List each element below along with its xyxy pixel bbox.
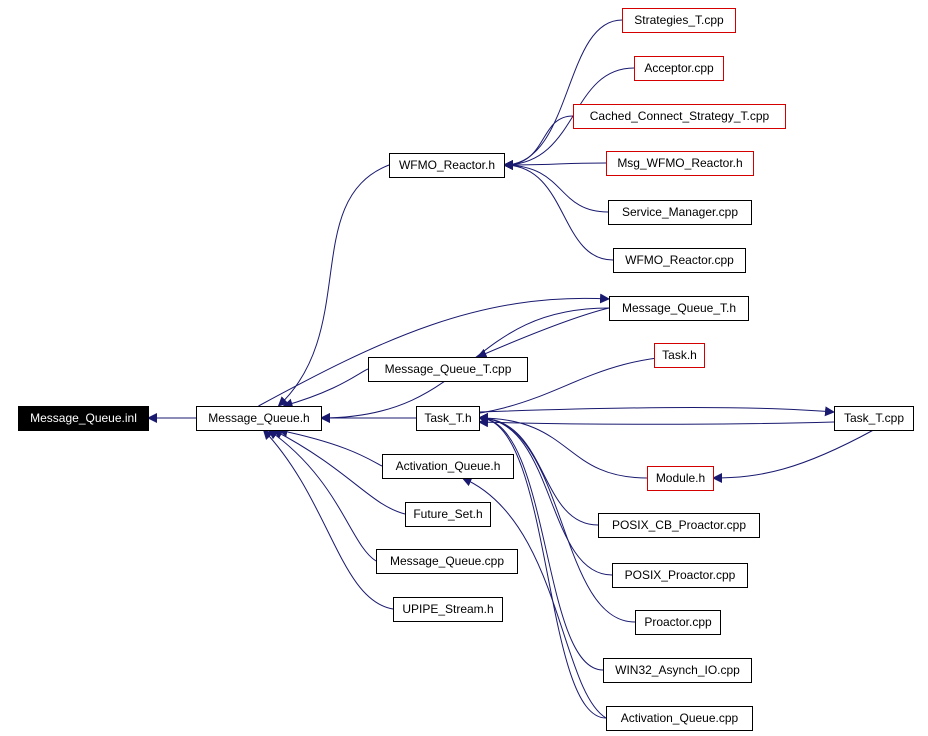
node-activation-queue-cpp[interactable]: Activation_Queue.cpp (606, 706, 753, 731)
node-label: Proactor.cpp (644, 615, 712, 629)
node-label: WIN32_Asynch_IO.cpp (615, 663, 740, 677)
node-box (603, 658, 752, 683)
node-label: POSIX_CB_Proactor.cpp (612, 518, 746, 532)
node-label: Activation_Queue.h (396, 459, 501, 473)
node-task-h[interactable]: Task.h (654, 343, 705, 368)
node-label: Message_Queue.cpp (390, 554, 504, 568)
node-cached-connect-strategy-t-cpp[interactable]: Cached_Connect_Strategy_T.cpp (573, 104, 786, 129)
node-activation-queue-h[interactable]: Activation_Queue.h (382, 454, 514, 479)
node-msg-wfmo-reactor-h[interactable]: Msg_WFMO_Reactor.h (606, 151, 754, 176)
node-posix-proactor-cpp[interactable]: POSIX_Proactor.cpp (612, 563, 748, 588)
node-task-t-h[interactable]: Task_T.h (416, 406, 480, 431)
edge-activation_queue_cpp-to-task_t_h (478, 413, 607, 719)
node-box (196, 406, 322, 431)
node-posix-cb-proactor-cpp[interactable]: POSIX_CB_Proactor.cpp (598, 513, 760, 538)
node-message-queue-inl[interactable]: Message_Queue.inl (18, 406, 149, 431)
node-label: UPIPE_Stream.h (402, 602, 493, 616)
node-label: Cached_Connect_Strategy_T.cpp (590, 109, 770, 123)
node-label: Service_Manager.cpp (622, 205, 738, 219)
edge-activation_queue_h-to-message_queue_h (277, 426, 383, 467)
edge-wfmo_reactor_cpp-to-wfmo_reactor_h (503, 160, 614, 261)
edge-task_t_cpp-to-module_h (712, 429, 874, 483)
node-label: Task_T.cpp (844, 411, 904, 425)
node-box (405, 502, 491, 527)
node-service-manager-cpp[interactable]: Service_Manager.cpp (608, 200, 752, 225)
node-box (18, 406, 149, 431)
node-box (598, 513, 760, 538)
node-box (606, 706, 753, 731)
edge-service_manager_cpp-to-wfmo_reactor_h (503, 160, 609, 213)
node-proactor-cpp[interactable]: Proactor.cpp (635, 610, 721, 635)
edge-message_queue_t_cpp-to-message_queue_h (282, 368, 369, 409)
node-label: Acceptor.cpp (644, 61, 714, 75)
node-box (606, 151, 754, 176)
edge-msg_wfmo_reactor_h-to-wfmo_reactor_h (503, 159, 607, 170)
node-box (608, 200, 752, 225)
node-label: Task_T.h (424, 411, 471, 425)
node-box (634, 56, 724, 81)
node-future-set-h[interactable]: Future_Set.h (405, 502, 491, 527)
node-box (612, 563, 748, 588)
node-label: Activation_Queue.cpp (621, 711, 739, 725)
node-box (654, 343, 705, 368)
node-message-queue-cpp[interactable]: Message_Queue.cpp (376, 549, 518, 574)
node-box (389, 153, 505, 178)
node-wfmo-reactor-cpp[interactable]: WFMO_Reactor.cpp (613, 248, 746, 273)
node-module-h[interactable]: Module.h (647, 466, 714, 491)
edges-layer (147, 19, 874, 719)
node-box (834, 406, 914, 431)
edge-task_t_h-to-task_t_cpp (478, 406, 835, 417)
node-label: Message_Queue_T.h (622, 301, 736, 315)
node-task-t-cpp[interactable]: Task_T.cpp (834, 406, 914, 431)
edge-message_queue_cpp-to-message_queue_h (267, 429, 377, 562)
node-label: Message_Queue.inl (30, 411, 137, 425)
node-box (416, 406, 480, 431)
node-label: Message_Queue_T.cpp (385, 362, 512, 376)
edge-message_queue_h-to-message_queue_t_h (258, 293, 610, 407)
node-box (382, 454, 514, 479)
node-box (376, 549, 518, 574)
node-upipe-stream-h[interactable]: UPIPE_Stream.h (393, 597, 503, 622)
node-box (613, 248, 746, 273)
nodes-layer: Message_Queue.inl Message_Queue.h WFMO_Rea… (18, 8, 914, 731)
node-message-queue-h[interactable]: Message_Queue.h (196, 406, 322, 431)
node-label: WFMO_Reactor.cpp (625, 253, 734, 267)
node-win32-asynch-io-cpp[interactable]: WIN32_Asynch_IO.cpp (603, 658, 752, 683)
edge-message_queue_t_h-to-message_queue_t_cpp (476, 307, 610, 359)
node-label: Task.h (662, 348, 697, 362)
node-box (573, 104, 786, 129)
node-box (622, 8, 736, 33)
node-box (368, 357, 528, 382)
node-box (635, 610, 721, 635)
node-box (609, 296, 749, 321)
node-message-queue-t-cpp[interactable]: Message_Queue_T.cpp (368, 357, 528, 382)
edge-upipe_stream_h-to-message_queue_h (262, 429, 394, 610)
edge-wfmo_reactor_h-to-message_queue_h (277, 164, 390, 407)
node-label: Msg_WFMO_Reactor.h (617, 156, 742, 170)
edge-activation_queue_cpp-to-activation_queue_h (461, 476, 607, 719)
node-label: Strategies_T.cpp (634, 13, 724, 27)
node-label: Future_Set.h (413, 507, 482, 521)
node-label: Message_Queue.h (208, 411, 309, 425)
edge-win32_asynch_io_cpp-to-task_t_h (478, 413, 604, 671)
node-label: Module.h (656, 471, 705, 485)
edge-cached_connect_strategy_t_cpp-to-wfmo_reactor_h (503, 115, 574, 170)
node-box (647, 466, 714, 491)
node-strategies-t-cpp[interactable]: Strategies_T.cpp (622, 8, 736, 33)
node-box (393, 597, 503, 622)
node-acceptor-cpp[interactable]: Acceptor.cpp (634, 56, 724, 81)
edge-module_h-to-task_t_h (478, 413, 648, 479)
edge-task_t_cpp-to-task_t_h (478, 417, 835, 428)
edge-proactor_cpp-to-task_t_h (478, 413, 636, 623)
node-message-queue-t-h[interactable]: Message_Queue_T.h (609, 296, 749, 321)
edge-future_set_h-to-message_queue_h (272, 429, 406, 515)
node-wfmo-reactor-h[interactable]: WFMO_Reactor.h (389, 153, 505, 178)
node-label: WFMO_Reactor.h (399, 158, 495, 172)
edge-strategies_t_cpp-to-wfmo_reactor_h (503, 19, 623, 170)
node-label: POSIX_Proactor.cpp (625, 568, 736, 582)
edge-posix_cb_proactor_cpp-to-task_t_h (478, 413, 599, 526)
